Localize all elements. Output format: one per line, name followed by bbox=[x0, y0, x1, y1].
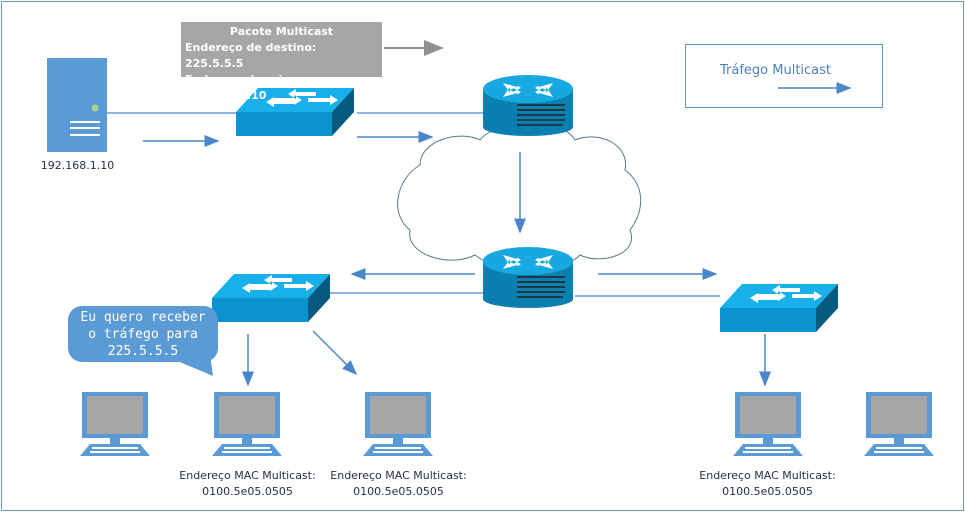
packet-origin: Endereço de origem: 192.168.1.10 bbox=[185, 73, 314, 102]
server-ip: 192.168.1.10 bbox=[40, 159, 115, 172]
computer-icon bbox=[864, 392, 934, 456]
computer-icon bbox=[363, 392, 433, 456]
legend-label: Tráfego Multicast bbox=[720, 63, 832, 78]
host-mac-label: Endereço MAC Multicast: 0100.5e05.0505 bbox=[321, 468, 476, 500]
router-icon bbox=[482, 74, 574, 137]
legend: Tráfego Multicast bbox=[685, 44, 883, 108]
speech-bubble: Eu quero receber o tráfego para 225.5.5.… bbox=[68, 306, 218, 362]
computer-icon bbox=[80, 392, 150, 456]
server-icon bbox=[47, 58, 107, 152]
packet-destination: Endereço de destino: 225.5.5.5 bbox=[185, 41, 317, 70]
mac-label-title: Endereço MAC Multicast: bbox=[330, 469, 467, 482]
host-mac-label: Endereço MAC Multicast: 0100.5e05.0505 bbox=[690, 468, 845, 500]
switch-icon bbox=[212, 274, 330, 322]
router-icon bbox=[482, 246, 574, 309]
computer-icon bbox=[212, 392, 282, 456]
mac-address: 0100.5e05.0505 bbox=[353, 485, 444, 498]
mac-address: 0100.5e05.0505 bbox=[202, 485, 293, 498]
host-mac-label: Endereço MAC Multicast: 0100.5e05.0505 bbox=[170, 468, 325, 500]
packet-box: Pacote Multicast Endereço de destino: 22… bbox=[181, 22, 382, 102]
mac-label-title: Endereço MAC Multicast: bbox=[699, 469, 836, 482]
mac-label-title: Endereço MAC Multicast: bbox=[179, 469, 316, 482]
switch-icon bbox=[720, 284, 838, 332]
mac-address: 0100.5e05.0505 bbox=[722, 485, 813, 498]
packet-title: Pacote Multicast bbox=[229, 25, 334, 38]
computer-icon bbox=[733, 392, 803, 456]
flow-arrow bbox=[312, 330, 358, 376]
